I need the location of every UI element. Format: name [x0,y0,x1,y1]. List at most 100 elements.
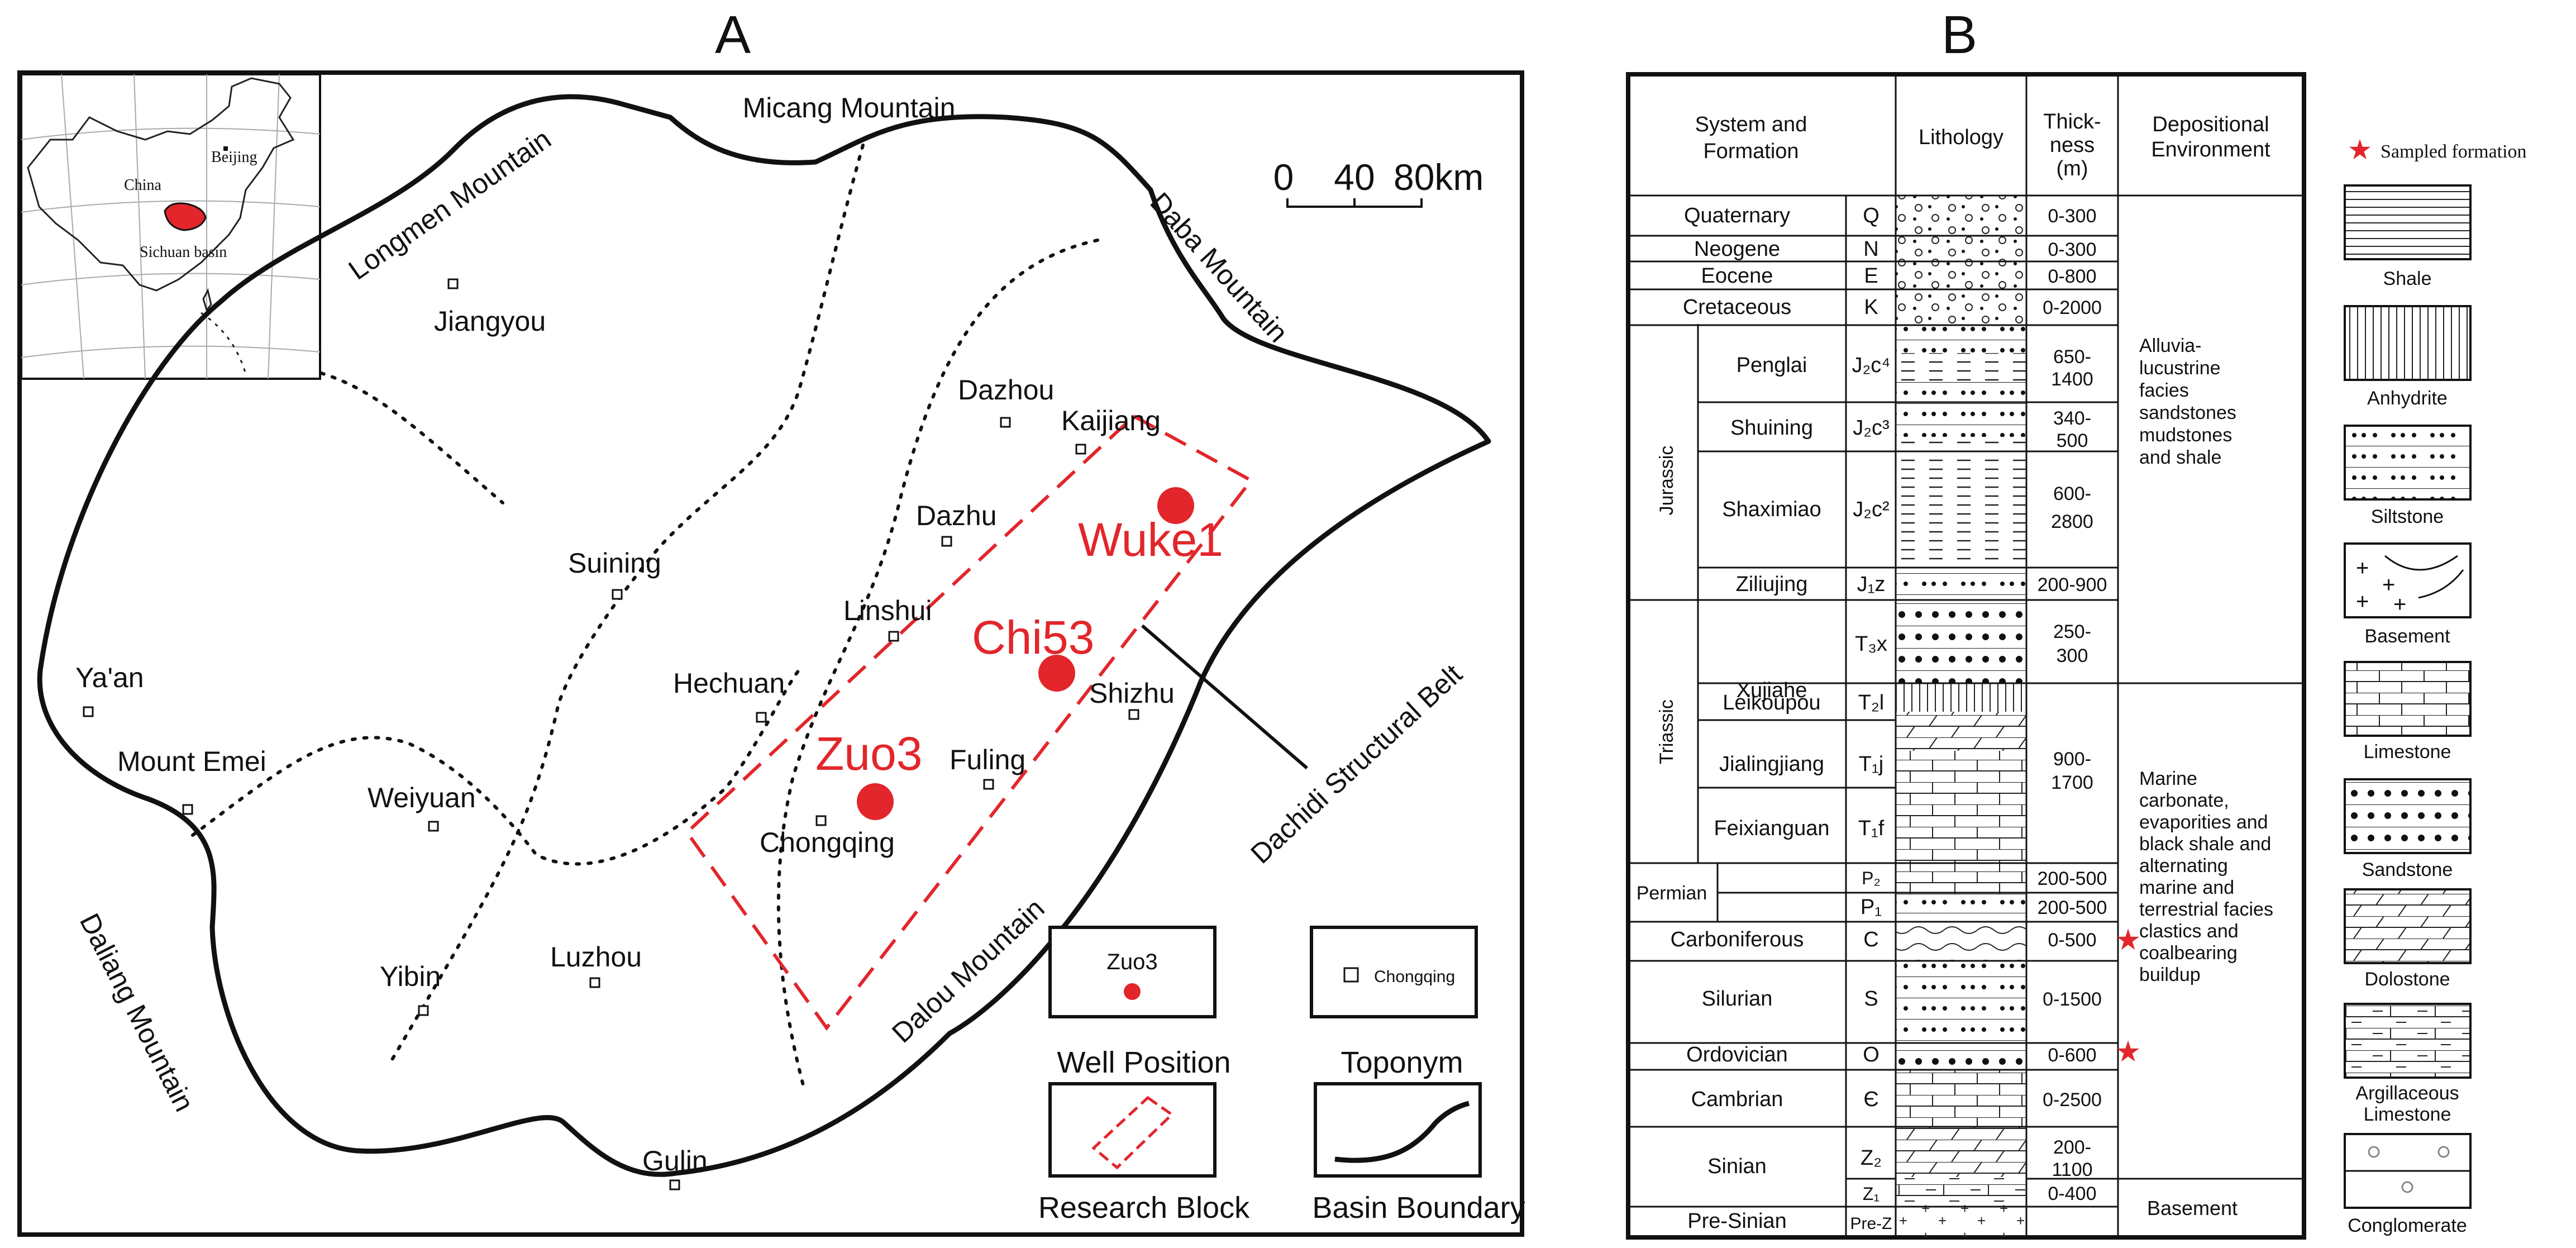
thickness-value: 300 [2057,645,2088,666]
thickness-value: 200-500 [2038,897,2107,918]
formation-code: P₂ [1862,868,1881,888]
panel-b-label: B [1941,5,1977,65]
formation-name: Jialingjiang [1719,752,1824,776]
formation-code: Pre-Z [1850,1214,1892,1233]
env-line: black shale and [2139,833,2271,855]
city-marker-chongqing-icon [815,815,827,826]
label-micang-mountain: Micang Mountain [743,92,956,123]
inset-label-sichuan-basin: Sichuan basin [140,244,227,261]
formation-code: O [1863,1043,1879,1066]
formation-name: Shaximiao [1722,498,1821,521]
legend-toponym-box [1310,926,1478,1018]
south-china-sea-line [201,312,247,375]
thickness-value: 1100 [2052,1159,2092,1180]
thickness-value: 1700 [2051,772,2093,793]
thickness-value: 200-900 [2038,574,2107,596]
svg-text:+: + [2356,589,2369,614]
beijing-marker-icon [223,146,228,151]
formation-name: Cretaceous [1683,296,1791,319]
city-marker-mountemei-icon [182,804,193,815]
city-marker-luzhou-icon [589,977,600,988]
formation-code: T₃x [1855,632,1887,656]
header-environment-line1: Depositional [2152,113,2269,136]
city-label-fuling: Fuling [950,744,1025,775]
thickness-value: 0-400 [2048,1183,2097,1204]
env-line: marine and [2139,877,2234,898]
city-label-yaan: Ya'an [75,662,144,693]
thickness-value: 0-300 [2048,206,2097,227]
label-dachidi-structural-belt: Dachidi Structural Belt [1244,658,1468,869]
city-markers [83,278,1139,1190]
city-marker-hechuan-icon [756,712,767,723]
legend-argillaceous-limestone-label: Limestone [2364,1104,2451,1125]
lithology-column [1896,196,2026,1237]
inset-frame [20,73,321,380]
env-line: carbonate, [2139,790,2229,811]
legend-anhydrite-label: Anhydrite [2367,388,2448,409]
env-line: Marine [2139,768,2197,789]
formation-name: Penglai [1737,354,1807,377]
header-lithology: Lithology [1919,126,2003,149]
inset-graticule [21,74,321,379]
research-block-outline [685,414,1254,1031]
header-environment-line2: Environment [2151,138,2270,161]
env-line: clastics and [2139,921,2239,942]
env-line: alternating [2139,855,2228,877]
city-marker-dazhu-icon [941,536,952,547]
city-marker-yibin-icon [418,1005,429,1016]
label-daliang-mountain: Daliang Mountain [74,908,201,1116]
legend-toponym-sample-label: Chongqing [1374,968,1455,986]
legend-conglomerate-label: Conglomerate [2348,1215,2467,1236]
formation-name: Leikoupou [1723,691,1820,714]
formation-name: Cambrian [1691,1088,1783,1111]
system-label-jurassic: Jurassic [1656,446,1677,516]
city-marker-fuling-icon [983,779,994,790]
city-marker-linshui-icon [888,631,899,642]
formation-name: Neogene [1694,237,1780,261]
formation-name: Feixianguan [1714,817,1829,840]
city-label-jiangyou: Jiangyou [434,306,546,337]
legend-toponym-marker-icon [1343,967,1359,983]
legend-shale-label: Shale [2383,268,2432,289]
well-label-zuo3: Zuo3 [815,727,922,780]
city-marker-jiangyou-icon [447,278,459,289]
city-marker-dazhou-icon [1000,417,1011,428]
dachidi-leader-line [1141,624,1308,770]
thickness-value: 650- [2053,346,2091,368]
legend-basement-curves [2384,555,2464,599]
legend-well-dot-icon [1124,983,1141,1000]
system-label-permian: Permian [1637,883,1707,904]
formation-codes: Q N E K J₂c⁴ J₂c³ J₂c² J₁z T₃x T₂l T₁j T… [1850,204,1892,1233]
formation-code: T₁j [1859,752,1883,776]
city-label-weiyuan: Weiyuan [368,782,476,813]
header-thickness-line3: (m) [2057,157,2088,180]
svg-text:+: + [2382,573,2395,597]
city-label-mountemei: Mount Emei [117,746,266,777]
formation-code: Q [1863,204,1879,227]
formation-code: J₂c⁴ [1852,354,1890,377]
legend-boundary-caption: Basin Boundary [1312,1191,1525,1225]
well-wuke1-icon [1157,487,1194,524]
thickness-value: 900- [2053,749,2091,770]
thickness-value: 340- [2053,408,2091,429]
city-label-chongqing: Chongqing [760,827,895,858]
legend-sandstone-swatch [2344,778,2472,854]
formation-code: J₂c³ [1853,416,1889,440]
formation-code: E [1864,264,1878,288]
formation-name: Pre-Sinian [1687,1209,1786,1233]
formation-code: N [1863,237,1878,261]
thickness-value: 0-1500 [2043,989,2102,1010]
city-label-kaijiang: Kaijiang [1061,405,1161,436]
formation-code: S [1864,987,1878,1011]
legend-basement-swatch [2344,542,2472,618]
thickness-value: 0-500 [2048,930,2097,951]
city-label-luzhou: Luzhou [550,941,642,973]
env-line: Alluvia- [2139,335,2201,356]
lithology-legend: ★ Sampled formation Shale Anhydrite Silt… [2344,134,2527,1236]
env-line: mudstones [2139,425,2232,446]
city-labels: Jiangyou Dazhou Kaijiang Dazhu Suining L… [75,306,1175,1176]
legend-dolostone-swatch [2344,888,2472,964]
legend-siltstone-label: Siltstone [2371,506,2444,527]
legend-toponym-caption: Toponym [1341,1046,1463,1079]
legend-dolostone-label: Dolostone [2364,969,2450,990]
